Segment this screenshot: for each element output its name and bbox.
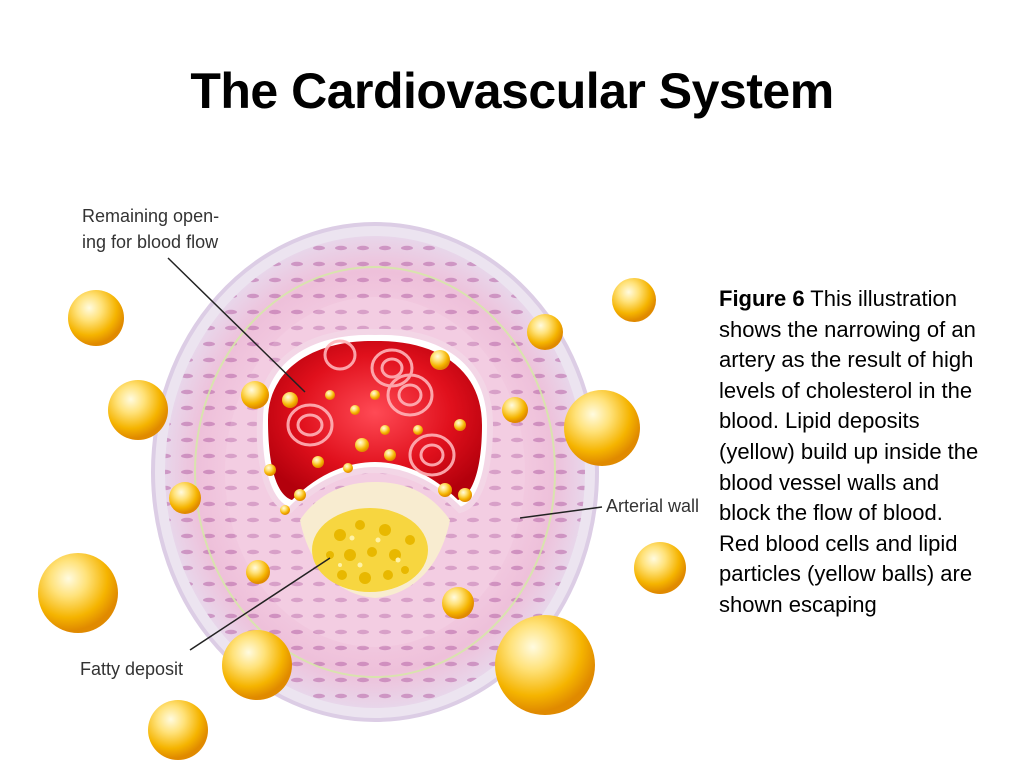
lipid-ball xyxy=(495,615,595,715)
caption-text: This illustration shows the narrowing of… xyxy=(719,286,979,617)
opening-label-line1: Remaining open- xyxy=(82,206,219,226)
lipid-ball xyxy=(612,278,656,322)
lipid-ball xyxy=(148,700,208,760)
opening-leader-line xyxy=(167,257,306,393)
lipid-ball xyxy=(108,380,168,440)
lipid-ball xyxy=(442,587,474,619)
lipid-ball xyxy=(68,290,124,346)
figure-caption: Figure 6 This illustration shows the nar… xyxy=(719,284,989,621)
lipid-ball xyxy=(502,397,528,423)
figure-label: Figure 6 xyxy=(719,286,805,311)
fatty-deposit-plaque xyxy=(300,482,450,598)
fatty-deposit-label: Fatty deposit xyxy=(80,659,183,679)
slide-title: The Cardiovascular System xyxy=(190,63,834,119)
lipid-ball xyxy=(634,542,686,594)
lipid-ball xyxy=(246,560,270,584)
lipid-ball xyxy=(222,630,292,700)
lipid-ball xyxy=(169,482,201,514)
callout-lines xyxy=(167,257,603,651)
lipid-ball xyxy=(38,553,118,633)
lipid-particles xyxy=(38,278,686,760)
lipid-ball xyxy=(527,314,563,350)
blood-lumen xyxy=(241,328,494,515)
arterial-wall-label: Arterial wall xyxy=(606,496,699,516)
wall-leader-line xyxy=(519,506,603,519)
fatty-leader-line xyxy=(189,557,331,651)
artery-diagram: Remaining open- ing for blood flow Arter… xyxy=(38,206,699,760)
lipid-ball xyxy=(564,390,640,466)
opening-label-line2: ing for blood flow xyxy=(82,232,219,252)
